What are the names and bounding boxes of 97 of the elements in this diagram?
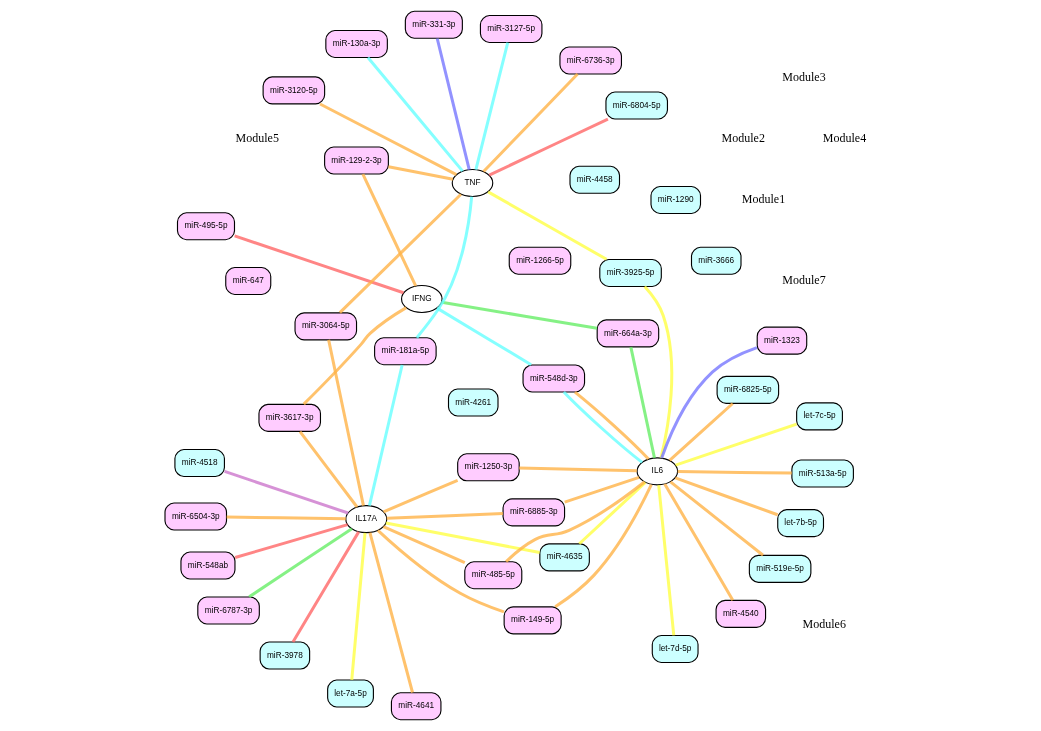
connector <box>302 306 407 406</box>
connector <box>388 165 454 181</box>
node-box: miR-647 <box>225 266 272 296</box>
label: Module7 <box>782 272 826 287</box>
node-box: miR-4540 <box>715 599 767 628</box>
node-box: miR-3617-3p <box>258 403 322 432</box>
connector <box>224 470 349 515</box>
connector <box>435 38 471 170</box>
node-box: miR-519e-5p <box>748 554 812 583</box>
connector <box>367 364 404 507</box>
label: Module3 <box>782 70 826 85</box>
node-box: miR-3064-5p <box>294 312 358 341</box>
connector <box>663 483 735 601</box>
node-box: miR-1290 <box>650 185 702 215</box>
connector <box>291 531 360 643</box>
node-box: miR-6825-5p <box>716 375 780 404</box>
connector <box>361 173 418 287</box>
connector <box>674 476 779 517</box>
node-box: miR-6736-3p <box>559 46 622 75</box>
connector <box>487 190 608 261</box>
connector <box>436 306 532 367</box>
node-box: miR-4518 <box>174 449 225 478</box>
connector <box>643 285 674 459</box>
node-box: miR-3925-5p <box>599 258 662 288</box>
connector <box>386 512 503 520</box>
node-box: miR-4261 <box>447 388 499 417</box>
node-box: miR-6804-5p <box>605 91 669 120</box>
connector <box>519 466 637 473</box>
connector <box>350 532 367 680</box>
connector <box>482 73 579 173</box>
connector <box>669 480 764 557</box>
node-box: miR-6885-3p <box>502 498 566 527</box>
connector <box>574 390 650 461</box>
label: Module4 <box>822 131 867 146</box>
node-box: miR-4641 <box>390 692 442 721</box>
node-box: let-7b-5p <box>777 509 825 538</box>
label: Module2 <box>721 131 765 146</box>
connector <box>382 479 459 514</box>
connector <box>677 470 792 475</box>
node-ellipse: IL17A <box>345 505 388 534</box>
node-ellipse: IL6 <box>636 457 679 486</box>
node-box: miR-149-5p <box>503 606 562 635</box>
node-box: let-7d-5p <box>651 634 699 664</box>
node-box: miR-548ab <box>180 551 236 580</box>
node-box: miR-1266-5p <box>508 246 572 275</box>
node-box: miR-129-2-3p <box>324 146 389 175</box>
connector <box>376 529 505 614</box>
node-box: miR-3666 <box>690 246 742 275</box>
node-box: miR-1323 <box>756 326 808 355</box>
connector <box>554 483 653 609</box>
connector <box>366 56 464 173</box>
label: Module5 <box>235 131 279 146</box>
node-box: miR-331-3p <box>404 10 463 39</box>
connector <box>382 525 466 565</box>
node-box: miR-548d-3p <box>522 364 586 393</box>
node-box: miR-3120-5p <box>262 76 326 105</box>
connector <box>629 346 656 459</box>
node-ellipse: IFNG <box>401 284 443 314</box>
node-box: miR-513a-5p <box>791 459 854 488</box>
connector <box>474 42 510 170</box>
connector <box>298 430 359 508</box>
connector <box>657 484 676 636</box>
connector <box>441 300 598 330</box>
label: Module1 <box>741 191 786 206</box>
connector <box>578 481 647 545</box>
node-box: miR-3978 <box>259 641 311 670</box>
node-box: miR-4635 <box>539 543 590 572</box>
connector <box>660 346 758 459</box>
node-box: miR-6787-3p <box>197 596 260 625</box>
connector <box>385 521 540 555</box>
node-box: let-7a-5p <box>327 679 374 708</box>
node-box: miR-3127-5p <box>479 14 543 44</box>
connector <box>226 515 346 521</box>
connector <box>234 234 404 295</box>
connector <box>415 196 474 339</box>
connector <box>675 422 798 467</box>
connector <box>368 532 414 693</box>
node-box: miR-495-5p <box>176 212 236 241</box>
connector <box>327 339 365 506</box>
node-box: miR-6504-3p <box>164 502 228 531</box>
connector <box>248 527 353 599</box>
connector <box>564 475 640 504</box>
connector <box>505 480 646 563</box>
node-box: miR-4458 <box>569 165 621 194</box>
connector <box>319 102 458 176</box>
node-ellipse: TNF <box>451 168 494 198</box>
node-box: miR-664a-3p <box>596 319 660 348</box>
node-box: miR-485-5p <box>464 561 523 590</box>
node-box: let-7c-5p <box>796 402 843 431</box>
connector <box>562 390 644 464</box>
connector <box>668 402 734 462</box>
connector <box>488 117 609 177</box>
connector <box>234 523 348 559</box>
node-box: miR-181a-5p <box>374 337 437 366</box>
node-box: miR-130a-3p <box>325 29 388 59</box>
label: Module6 <box>802 617 846 632</box>
node-box: miR-1250-3p <box>457 453 520 482</box>
